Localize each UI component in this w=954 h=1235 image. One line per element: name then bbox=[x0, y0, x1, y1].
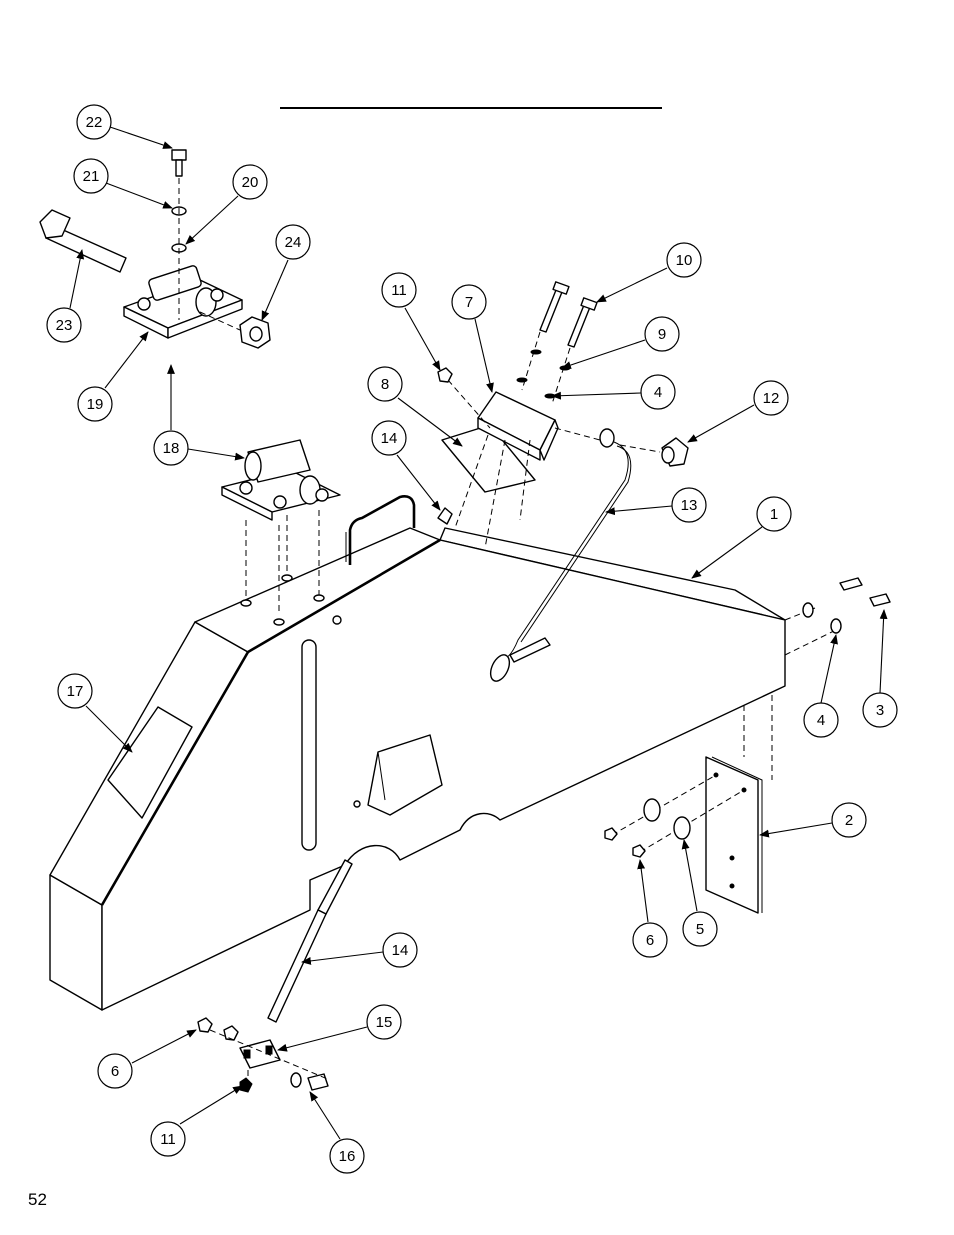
callout-circle bbox=[329, 1138, 365, 1174]
callout-label: 22 bbox=[86, 114, 103, 131]
callout-circle bbox=[382, 932, 418, 968]
callout-label: 16 bbox=[339, 1148, 356, 1165]
callout-label: 6 bbox=[646, 932, 654, 949]
cover-bracket bbox=[437, 281, 598, 549]
callout-9: 9 bbox=[644, 316, 680, 352]
callout-circle bbox=[632, 922, 668, 958]
callout-label: 15 bbox=[376, 1014, 393, 1031]
callout-17: 17 bbox=[57, 673, 93, 709]
callout-21: 21 bbox=[73, 158, 109, 194]
callout-circle bbox=[644, 316, 680, 352]
callout-20: 20 bbox=[232, 164, 268, 200]
callout-12: 12 bbox=[753, 380, 789, 416]
callout-1: 1 bbox=[756, 496, 792, 532]
lanyard-cable bbox=[489, 427, 689, 682]
callout-label: 23 bbox=[56, 317, 73, 334]
leader-lines bbox=[69, 126, 888, 1140]
callout-label: 11 bbox=[160, 1131, 176, 1148]
callout-circle bbox=[803, 702, 839, 738]
callout-circle bbox=[76, 104, 112, 140]
callout-label: 3 bbox=[876, 702, 884, 719]
callout-circle bbox=[73, 158, 109, 194]
callout-label: 13 bbox=[681, 497, 698, 514]
callout-circle bbox=[46, 307, 82, 343]
page-number: 52 bbox=[28, 1190, 47, 1209]
callout-circle bbox=[150, 1121, 186, 1157]
callout-circle bbox=[862, 692, 898, 728]
callout-14: 14 bbox=[382, 932, 418, 968]
callout-circle bbox=[682, 911, 718, 947]
callout-3: 3 bbox=[862, 692, 898, 728]
callout-4: 4 bbox=[640, 374, 676, 410]
callout-label: 18 bbox=[163, 440, 180, 457]
callout-22: 22 bbox=[76, 104, 112, 140]
hinge-assembly bbox=[221, 439, 341, 615]
plate-hardware bbox=[604, 577, 891, 858]
callout-label: 11 bbox=[391, 282, 407, 299]
callout-label: 21 bbox=[83, 168, 100, 185]
callout-label: 7 bbox=[465, 294, 473, 311]
callout-10: 10 bbox=[666, 242, 702, 278]
callout-2: 2 bbox=[831, 802, 867, 838]
callout-14: 14 bbox=[371, 420, 407, 456]
callout-6: 6 bbox=[632, 922, 668, 958]
callout-circle bbox=[97, 1053, 133, 1089]
callout-24: 24 bbox=[275, 224, 311, 260]
callout-label: 12 bbox=[763, 390, 780, 407]
callout-16: 16 bbox=[329, 1138, 365, 1174]
callout-label: 1 bbox=[770, 506, 778, 523]
callout-label: 4 bbox=[817, 712, 825, 729]
callout-label: 6 bbox=[111, 1063, 119, 1080]
callout-circle bbox=[371, 420, 407, 456]
title-rule bbox=[280, 107, 662, 109]
guard-housing bbox=[49, 495, 786, 1011]
callout-7: 7 bbox=[451, 284, 487, 320]
callout-circle bbox=[153, 430, 189, 466]
callout-4: 4 bbox=[803, 702, 839, 738]
mounting-plate bbox=[611, 607, 841, 914]
callout-circle bbox=[451, 284, 487, 320]
callout-label: 20 bbox=[242, 174, 259, 191]
callout-circle bbox=[671, 487, 707, 523]
callout-circle bbox=[381, 272, 417, 308]
callout-circle bbox=[753, 380, 789, 416]
callout-circle bbox=[666, 242, 702, 278]
callout-13: 13 bbox=[671, 487, 707, 523]
callout-label: 8 bbox=[381, 376, 389, 393]
callout-15: 15 bbox=[366, 1004, 402, 1040]
callout-label: 4 bbox=[654, 384, 662, 401]
callout-5: 5 bbox=[682, 911, 718, 947]
callout-circle bbox=[232, 164, 268, 200]
callout-circle bbox=[57, 673, 93, 709]
callout-circle bbox=[366, 1004, 402, 1040]
callout-label: 19 bbox=[87, 396, 104, 413]
callout-circle bbox=[275, 224, 311, 260]
callout-8: 8 bbox=[367, 366, 403, 402]
callout-19: 19 bbox=[77, 386, 113, 422]
callout-6: 6 bbox=[97, 1053, 133, 1089]
callout-label: 10 bbox=[676, 252, 693, 269]
lower-rod-hardware bbox=[197, 859, 353, 1093]
callout-11: 11 bbox=[150, 1121, 186, 1157]
callout-circle bbox=[367, 366, 403, 402]
callout-label: 14 bbox=[392, 942, 409, 959]
callout-label: 24 bbox=[285, 234, 302, 251]
callout-18: 18 bbox=[153, 430, 189, 466]
callout-label: 14 bbox=[381, 430, 398, 447]
callout-23: 23 bbox=[46, 307, 82, 343]
callout-label: 17 bbox=[67, 683, 84, 700]
hinge-exploded bbox=[39, 149, 271, 349]
callout-label: 2 bbox=[845, 812, 853, 829]
callout-label: 5 bbox=[696, 921, 704, 938]
callout-circle bbox=[831, 802, 867, 838]
callout-label: 9 bbox=[658, 326, 666, 343]
callout-circle bbox=[756, 496, 792, 532]
callout-circle bbox=[77, 386, 113, 422]
callout-circle bbox=[640, 374, 676, 410]
callout-11: 11 bbox=[381, 272, 417, 308]
